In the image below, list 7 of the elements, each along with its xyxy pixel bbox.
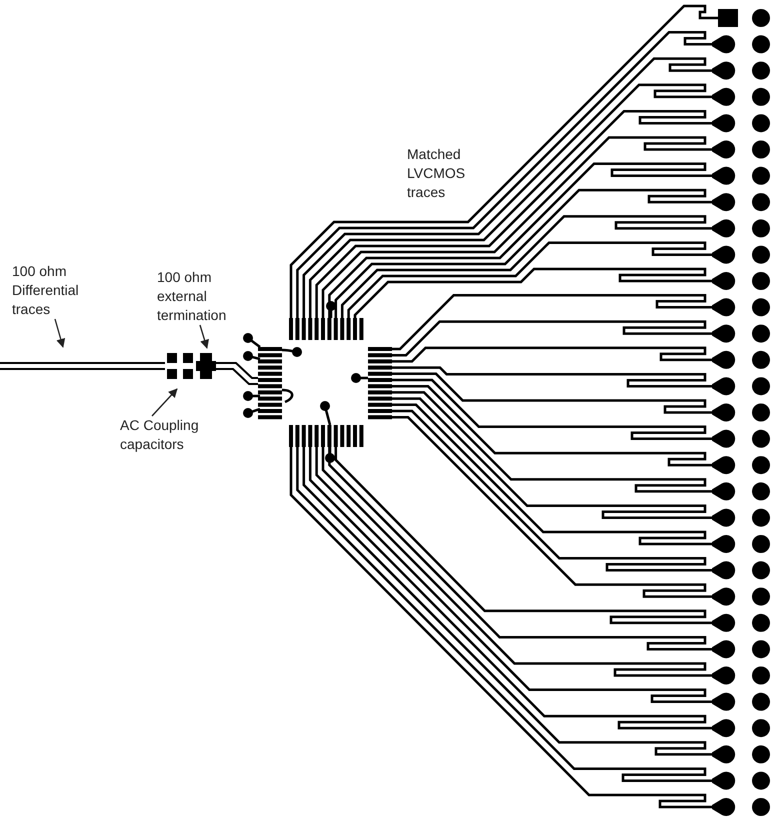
annotation-label: AC Coupling capacitors <box>120 416 200 454</box>
annotation-label: 100 ohm Differential traces <box>12 262 80 319</box>
leader-arrow <box>152 388 178 416</box>
annotation-label: Matched LVCMOS traces <box>407 145 466 202</box>
leader-arrow <box>199 324 209 349</box>
leader-arrow <box>54 318 66 348</box>
annotation-label: 100 ohm external termination <box>157 268 228 325</box>
